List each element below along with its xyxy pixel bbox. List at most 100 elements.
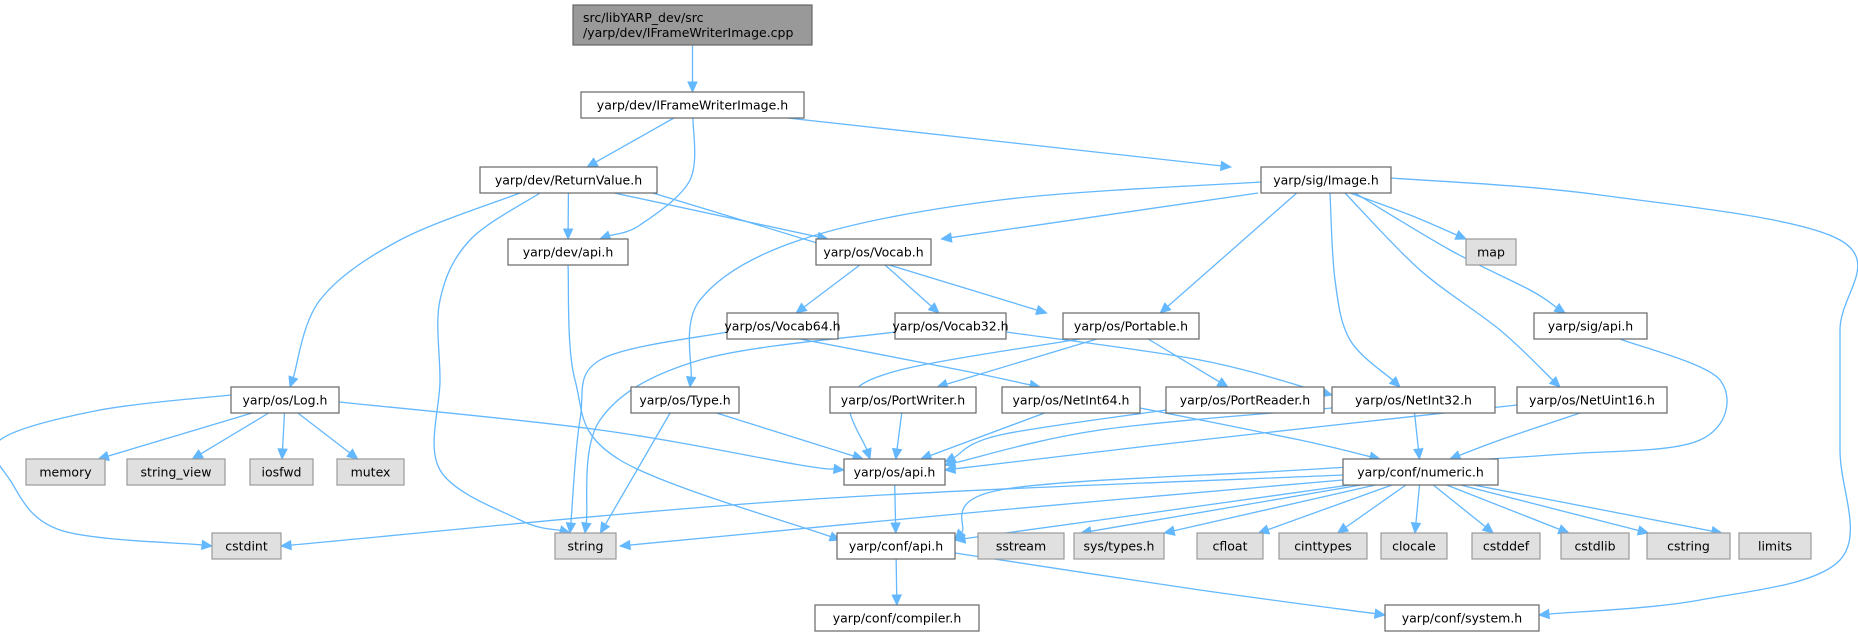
- node-box: [479, 166, 658, 194]
- edge-log-to-osapi: [338, 401, 846, 475]
- node-box: [1384, 604, 1540, 632]
- node-portreader[interactable]: yarp/os/PortReader.h: [1165, 386, 1325, 414]
- node-box: [630, 386, 740, 414]
- edge-image-to-sigapi: [1354, 192, 1567, 314]
- edge-line: [1173, 484, 1376, 532]
- node-vocab[interactable]: yarp/os/Vocab.h: [815, 238, 932, 266]
- edge-line: [1329, 192, 1394, 381]
- edge-line: [787, 117, 1222, 167]
- node-system[interactable]: yarp/conf/system.h: [1384, 604, 1540, 632]
- node-label: yarp/os/Vocab.h: [823, 245, 923, 260]
- edge-line: [951, 192, 1259, 239]
- edge-line: [1432, 484, 1486, 528]
- node-cstdlib: cstdlib: [1560, 532, 1630, 560]
- edge-log-to-cstdint: [0, 394, 232, 551]
- arrowhead-icon: [685, 375, 697, 389]
- edge-numeric-to-cstdlib: [1446, 484, 1570, 535]
- node-box: [1260, 166, 1392, 194]
- arrowhead-icon: [940, 232, 953, 243]
- node-box: [1465, 238, 1517, 266]
- edge-numeric-to-cinttypes: [1336, 484, 1407, 534]
- node-devapi[interactable]: yarp/dev/api.h: [507, 238, 629, 266]
- edge-line: [1005, 331, 1323, 394]
- arrowhead-icon: [1035, 304, 1048, 315]
- node-box: [126, 458, 226, 486]
- edge-numeric-to-string: [618, 479, 1344, 551]
- node-label: yarp/sig/api.h: [1548, 319, 1633, 334]
- arrowhead-icon: [586, 157, 599, 168]
- edge-line: [1139, 407, 1371, 458]
- edge-root-to-iframe: [687, 45, 698, 94]
- node-sigapi[interactable]: yarp/sig/api.h: [1533, 312, 1648, 340]
- edge-vocab-to-vocab32: [884, 264, 940, 314]
- arrowhead-icon: [795, 302, 808, 314]
- edge-line: [803, 264, 861, 308]
- node-compiler[interactable]: yarp/conf/compiler.h: [814, 604, 980, 632]
- edge-line: [1390, 177, 1858, 615]
- edge-line: [570, 331, 728, 524]
- edge-image-to-netuint16: [1344, 192, 1561, 388]
- node-label: yarp/os/Log.h: [243, 393, 328, 408]
- node-netuint16[interactable]: yarp/os/NetUint16.h: [1516, 386, 1668, 414]
- edge-portwriter-to-osapi: [891, 412, 903, 461]
- node-retval[interactable]: yarp/dev/ReturnValue.h: [479, 166, 658, 194]
- arrowhead-icon: [1481, 522, 1495, 534]
- node-log[interactable]: yarp/os/Log.h: [230, 386, 340, 414]
- node-box: [894, 312, 1007, 340]
- edge-type-to-string: [599, 412, 671, 535]
- edge-image-to-portable: [1159, 192, 1298, 314]
- node-numeric[interactable]: yarp/conf/numeric.h: [1342, 458, 1499, 486]
- node-osapi[interactable]: yarp/os/api.h: [843, 458, 946, 486]
- arrowhead-icon: [861, 447, 872, 461]
- node-box: [211, 532, 282, 560]
- edge-retval-to-log: [288, 192, 521, 389]
- edge-netint64-to-numeric: [1139, 407, 1382, 462]
- node-label: cinttypes: [1294, 539, 1352, 554]
- node-map: map: [1465, 238, 1517, 266]
- edge-line: [884, 264, 932, 307]
- node-box: [1471, 532, 1541, 560]
- edge-line: [954, 552, 1376, 615]
- node-netint32[interactable]: yarp/os/NetInt32.h: [1331, 386, 1496, 414]
- node-label: string_view: [141, 465, 212, 480]
- node-label: yarp/os/PortWriter.h: [841, 393, 965, 408]
- edge-line: [0, 394, 232, 546]
- node-label: src/libYARP_dev/src: [583, 10, 704, 25]
- edge-line: [297, 412, 351, 454]
- edge-vocab32-to-string: [581, 331, 896, 535]
- node-vocab32[interactable]: yarp/os/Vocab32.h: [892, 312, 1009, 340]
- node-vocab64[interactable]: yarp/os/Vocab64.h: [724, 312, 841, 340]
- node-box: [1380, 532, 1448, 560]
- edge-line: [1267, 484, 1393, 531]
- edge-numeric-to-sstream: [1079, 484, 1361, 537]
- arrowhead-icon: [943, 463, 957, 475]
- edge-numeric-to-cstdint: [279, 474, 1344, 551]
- edge-line: [1460, 484, 1639, 532]
- arrowhead-icon: [1336, 522, 1350, 534]
- arrowhead-icon: [562, 228, 574, 241]
- edge-line: [1415, 484, 1421, 524]
- edge-line: [1345, 484, 1407, 528]
- node-sstream: sstream: [977, 532, 1065, 560]
- node-label: yarp/os/NetInt32.h: [1355, 393, 1472, 408]
- node-netint64[interactable]: yarp/os/NetInt64.h: [1001, 386, 1141, 414]
- edge-osapi-to-confapi: [890, 484, 901, 535]
- node-label: sys/types.h: [1084, 539, 1155, 554]
- node-box: [1062, 312, 1200, 340]
- arrowhead-icon: [832, 463, 846, 475]
- node-type[interactable]: yarp/os/Type.h: [630, 386, 740, 414]
- edge-line: [1090, 484, 1361, 532]
- node-box: [1196, 532, 1264, 560]
- node-confapi[interactable]: yarp/conf/api.h: [836, 532, 956, 560]
- node-iframe[interactable]: yarp/dev/IFrameWriterImage.h: [580, 91, 805, 119]
- node-portable[interactable]: yarp/os/Portable.h: [1062, 312, 1200, 340]
- nodes-layer: src/libYARP_dev/src/yarp/dev/IFrameWrite…: [25, 4, 1812, 632]
- node-box: [726, 312, 839, 340]
- node-image[interactable]: yarp/sig/Image.h: [1260, 166, 1392, 194]
- node-box: [977, 532, 1065, 560]
- arrowhead-icon: [565, 522, 577, 535]
- node-box: [230, 386, 340, 414]
- node-label: yarp/os/Vocab64.h: [724, 319, 840, 334]
- node-portwriter[interactable]: yarp/os/PortWriter.h: [829, 386, 977, 414]
